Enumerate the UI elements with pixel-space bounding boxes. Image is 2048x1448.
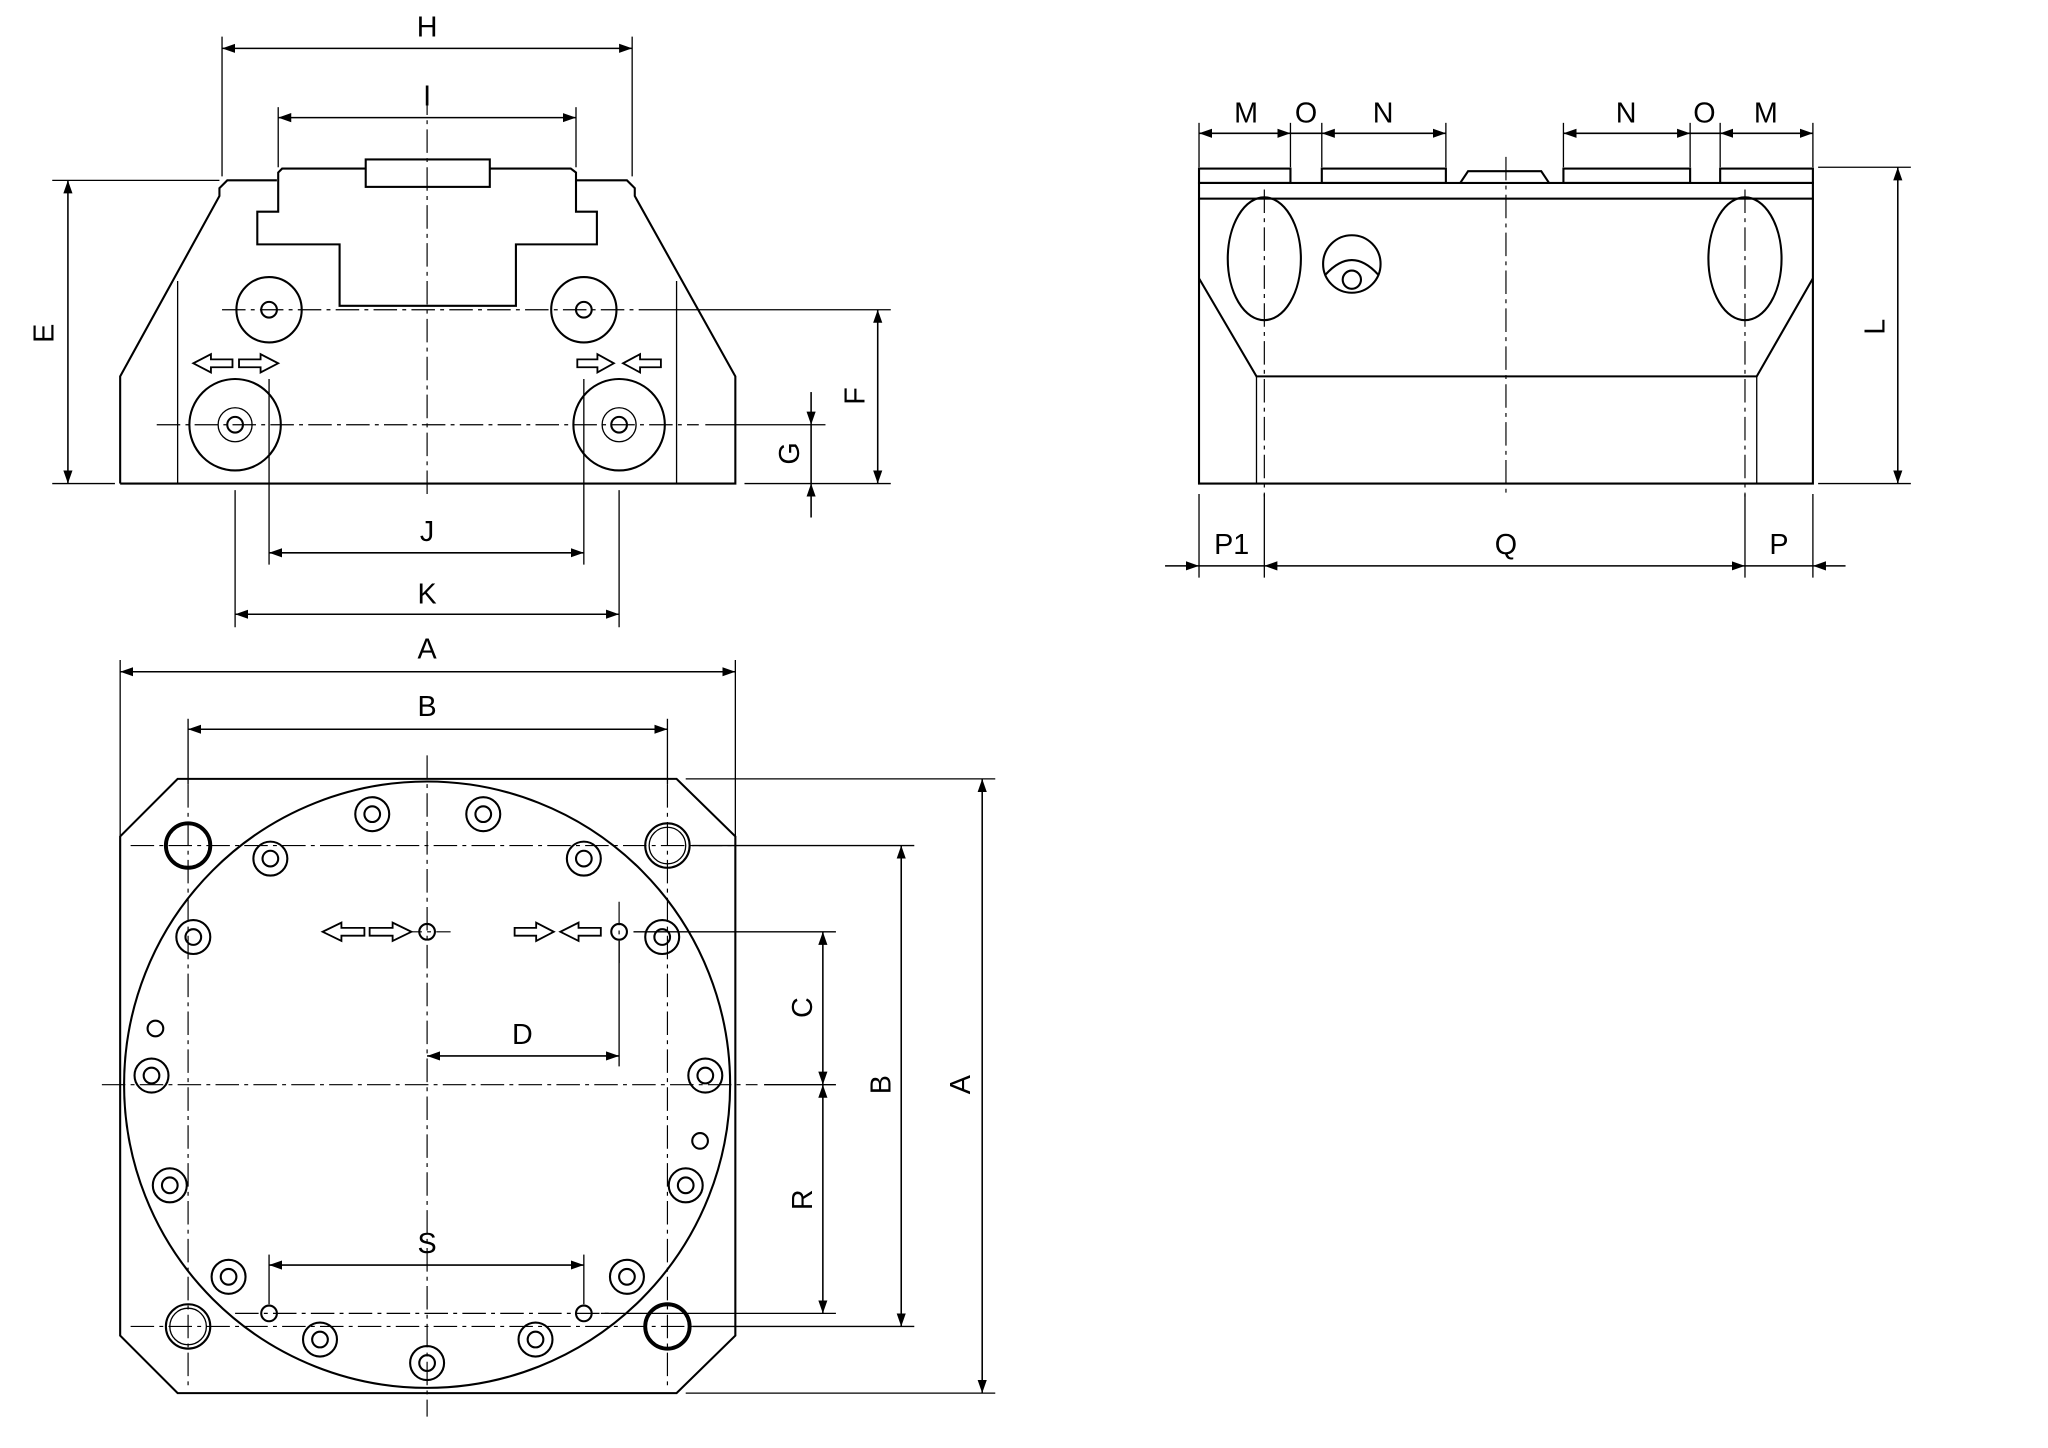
dim-label-L: L	[1859, 319, 1891, 335]
front-lower-bores	[188, 377, 666, 472]
dim-label-B-right: B	[866, 1075, 898, 1094]
dim-label-O-left: O	[1295, 98, 1317, 130]
dimension-A-top: A	[119, 633, 736, 837]
dim-label-S: S	[418, 1228, 437, 1260]
small-hole	[260, 1304, 278, 1323]
dimension-H: H	[221, 11, 633, 177]
dim-label-O-right: O	[1693, 98, 1715, 130]
counterbored-hole	[608, 1258, 645, 1295]
small-hole	[691, 1132, 709, 1150]
bottom-view: A B A B C R D	[101, 633, 996, 1417]
counterbored-hole	[301, 1321, 339, 1358]
dimension-B-top: B	[187, 691, 669, 785]
front-body-outline	[119, 179, 737, 485]
counterbored-hole	[687, 1057, 724, 1094]
dim-label-A-top: A	[418, 633, 438, 665]
dimension-F: F	[640, 309, 891, 485]
counterbored-hole	[644, 918, 681, 956]
dim-label-G: G	[774, 442, 806, 464]
dim-label-Q: Q	[1495, 529, 1517, 561]
arrow-right-icon	[368, 921, 414, 943]
dim-label-A-right: A	[945, 1074, 977, 1094]
dim-label-H: H	[417, 11, 438, 43]
counterbored-hole	[465, 796, 502, 833]
arrow-right-icon	[513, 921, 556, 943]
dimension-G: G	[705, 392, 826, 518]
dim-label-E: E	[28, 324, 60, 343]
counterbored-hole	[354, 796, 391, 833]
dimension-I: I	[277, 81, 577, 168]
dim-label-K: K	[418, 579, 437, 611]
counterbored-hole	[565, 840, 602, 877]
dimension-D: D	[427, 940, 620, 1067]
small-hole	[418, 922, 436, 941]
counterbored-hole	[409, 1345, 446, 1382]
dimension-C-R: C R	[600, 931, 836, 1315]
front-view: H I E F G J	[28, 11, 891, 628]
dimensions-M-O-N: M O N N O M	[1198, 98, 1814, 168]
base-plate-outline	[119, 777, 737, 1395]
dim-label-R: R	[787, 1189, 819, 1210]
corner-hole	[163, 821, 213, 870]
dim-label-D: D	[512, 1019, 533, 1051]
small-hole	[610, 922, 628, 941]
clamping-direction-arrows	[191, 352, 662, 375]
arrow-left-icon	[191, 352, 234, 374]
counterbored-hole	[667, 1167, 704, 1204]
counterbored-hole	[151, 1167, 188, 1204]
dimension-B-right: B	[692, 844, 915, 1328]
dim-label-F: F	[839, 387, 871, 405]
dimension-J: J	[268, 378, 585, 565]
side-view: M O N N O M L P1 Q P	[1165, 98, 1911, 578]
dim-label-N-left: N	[1373, 98, 1394, 130]
dim-label-B-top: B	[418, 691, 437, 723]
counterbored-hole	[133, 1057, 170, 1094]
dim-label-C: C	[787, 997, 819, 1018]
dim-label-J: J	[420, 516, 434, 548]
dim-label-I: I	[423, 81, 431, 113]
dimension-A-right: A	[685, 778, 996, 1394]
jaw-strips	[1197, 167, 1814, 185]
dimensions-P1-Q-P: P1 Q P	[1165, 493, 1846, 578]
dimension-L: L	[1818, 166, 1911, 485]
dim-label-N-right: N	[1616, 98, 1637, 130]
arrow-right-icon	[238, 352, 281, 374]
dimension-E: E	[28, 179, 220, 485]
corner-hole	[643, 1302, 692, 1351]
corner-hole	[644, 822, 691, 869]
small-hole	[146, 1019, 165, 1038]
jaw-profile	[256, 167, 598, 307]
arrow-right-icon	[576, 352, 616, 375]
side-chamfer	[1198, 277, 1814, 378]
counterbored-hole	[175, 918, 212, 956]
dim-label-P1: P1	[1214, 529, 1249, 561]
counterbored-hole	[210, 1258, 247, 1295]
counterbored-hole	[252, 840, 289, 877]
arrow-left-icon	[558, 921, 602, 943]
dim-label-M-right: M	[1754, 98, 1778, 130]
corner-hole	[164, 1303, 212, 1350]
arrow-left-icon	[621, 352, 662, 374]
counterbored-hole	[517, 1321, 554, 1358]
dim-label-P: P	[1769, 529, 1788, 561]
dimension-S: S	[268, 1228, 585, 1305]
side-port	[1322, 234, 1382, 294]
small-hole	[574, 1304, 593, 1323]
clamping-direction-arrows	[320, 921, 602, 943]
dim-label-M-left: M	[1234, 98, 1258, 130]
front-upper-bores	[235, 276, 618, 344]
arrow-left-icon	[320, 921, 366, 943]
jaw-slot	[364, 158, 491, 188]
dimension-K: K	[234, 490, 620, 628]
mounting-holes	[133, 796, 724, 1382]
